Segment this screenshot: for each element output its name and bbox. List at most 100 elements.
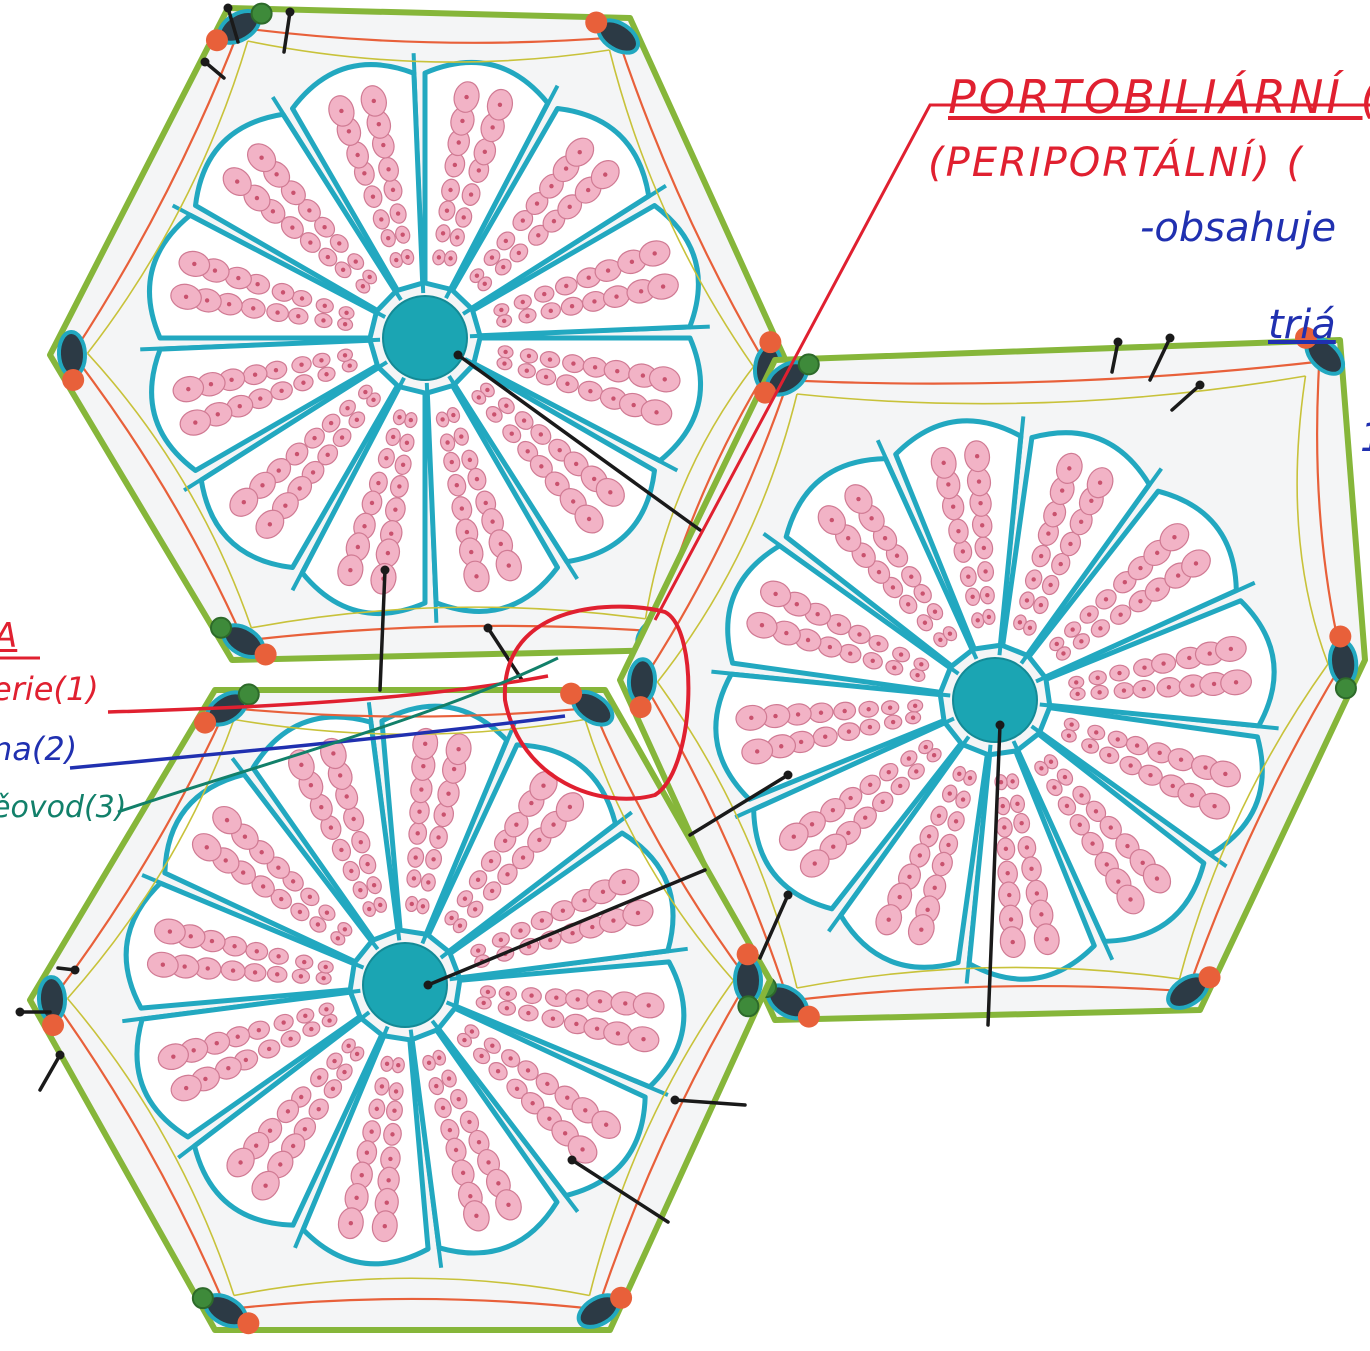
- hepatocyte-nucleus: [593, 365, 597, 369]
- hepatic-artery: [585, 11, 607, 33]
- hepatocyte-nucleus: [1048, 583, 1052, 587]
- hepatocyte-nucleus: [948, 791, 952, 795]
- hepatocyte-nucleus: [327, 1018, 331, 1022]
- hepatocyte-nucleus: [193, 420, 197, 424]
- hepatocyte-nucleus: [946, 843, 950, 847]
- hepatocyte-nucleus: [339, 848, 343, 852]
- hepatocyte-nucleus: [1068, 542, 1072, 546]
- hepatocyte-nucleus: [1015, 802, 1019, 806]
- hepatocyte-nucleus: [876, 641, 880, 645]
- hepatic-artery: [759, 331, 781, 353]
- hepatocyte-nucleus: [505, 872, 509, 876]
- hepatocyte-nucleus: [238, 1160, 242, 1164]
- hepatocyte-nucleus: [580, 1147, 584, 1151]
- hepatocyte-nucleus: [954, 819, 958, 823]
- hepatocyte-nucleus: [919, 662, 923, 666]
- hepatocyte-nucleus: [445, 208, 449, 212]
- hepatocyte-nucleus: [529, 993, 533, 997]
- hepatocyte-nucleus: [918, 853, 922, 857]
- hepatocyte-nucleus: [385, 1062, 389, 1066]
- hepatocyte-nucleus: [1109, 825, 1113, 829]
- hepatocyte-nucleus: [242, 500, 246, 504]
- hepatic-artery: [610, 1287, 632, 1309]
- hepatocyte-nucleus: [363, 390, 367, 394]
- hepatocyte-nucleus: [454, 1148, 458, 1152]
- hepatocyte-nucleus: [1155, 587, 1159, 591]
- hepatocyte-nucleus: [779, 744, 783, 748]
- hepatocyte-nucleus: [499, 938, 503, 942]
- hepatocyte-nucleus: [325, 910, 329, 914]
- hepatocyte-nucleus: [946, 482, 950, 486]
- hepatocyte-nucleus: [565, 1096, 569, 1100]
- hepatocyte-nucleus: [309, 1027, 313, 1031]
- hepatocyte-nucleus: [863, 816, 867, 820]
- hepatocyte-nucleus: [592, 477, 596, 481]
- hepatocyte-nucleus: [1194, 561, 1198, 565]
- hepatocyte-nucleus: [365, 862, 369, 866]
- hepatocyte-nucleus: [773, 714, 777, 718]
- hepatocyte-nucleus: [317, 1107, 321, 1111]
- hepatocyte-nucleus: [355, 153, 359, 157]
- hepatocyte-nucleus: [473, 907, 477, 911]
- hepatocyte-nucleus: [362, 524, 366, 528]
- hepatocyte-nucleus: [386, 1178, 390, 1182]
- hepatocyte-nucleus: [968, 776, 972, 780]
- hepatocyte-nucleus: [243, 835, 247, 839]
- hepatocyte-nucleus: [1065, 804, 1069, 808]
- hepatocyte-nucleus: [1010, 779, 1014, 783]
- hepatocyte-nucleus: [1190, 683, 1194, 687]
- hepatocyte-nucleus: [423, 742, 427, 746]
- hepatic-artery: [1329, 626, 1351, 648]
- hepatocyte-nucleus: [301, 381, 305, 385]
- pointer-dot: [568, 1156, 577, 1165]
- hepatocyte-nucleus: [271, 209, 275, 213]
- hepatocyte-nucleus: [309, 783, 313, 787]
- hepatocyte-nucleus: [1095, 676, 1099, 680]
- hepatocyte-nucleus: [1229, 647, 1233, 651]
- hepatocyte-nucleus: [563, 1131, 567, 1135]
- hepatic-artery: [737, 943, 759, 965]
- bile-duct: [211, 618, 231, 638]
- hepatocyte-nucleus: [847, 729, 851, 733]
- hepatocyte-nucleus: [192, 262, 196, 266]
- hepatocyte-nucleus: [372, 99, 376, 103]
- hepatocyte-nucleus: [1141, 861, 1145, 865]
- hepatocyte-nucleus: [490, 1043, 494, 1047]
- pointer-dot: [381, 566, 390, 575]
- hepatocyte-nucleus: [869, 516, 873, 520]
- hepatocyte-nucleus: [453, 163, 457, 167]
- hepatocyte-nucleus: [535, 201, 539, 205]
- hepatocyte-nucleus: [460, 119, 464, 123]
- hepatocyte-nucleus: [1079, 520, 1083, 524]
- hepatocyte-nucleus: [345, 406, 349, 410]
- hepatocyte-nucleus: [1002, 825, 1006, 829]
- hepatocyte-nucleus: [388, 1157, 392, 1161]
- hepatocyte-nucleus: [344, 794, 348, 798]
- hepatocyte-nucleus: [396, 1063, 400, 1067]
- hepatocyte-nucleus: [342, 1070, 346, 1074]
- hepatocyte-nucleus: [1155, 876, 1159, 880]
- hepatocyte-nucleus: [390, 1132, 394, 1136]
- hepatocyte-nucleus: [316, 922, 320, 926]
- hepatocyte-nucleus: [1122, 688, 1126, 692]
- hepatocyte-nucleus: [450, 460, 454, 464]
- lobule-bottom: [30, 683, 770, 1335]
- hepatocyte-nucleus: [372, 883, 376, 887]
- hepatocyte-nucleus: [536, 233, 540, 237]
- hepatocyte-nucleus: [355, 1052, 359, 1056]
- hepatocyte-nucleus: [431, 857, 435, 861]
- hepatocyte-nucleus: [784, 631, 788, 635]
- hepatocyte-nucleus: [1094, 730, 1098, 734]
- hepatocyte-nucleus: [385, 1201, 389, 1205]
- hepatocyte-nucleus: [405, 255, 409, 259]
- hepatocyte-nucleus: [225, 818, 229, 822]
- hepatocyte-nucleus: [205, 845, 209, 849]
- hepatocyte-nucleus: [469, 550, 473, 554]
- hepatocyte-nucleus: [1004, 847, 1008, 851]
- hepatocyte-nucleus: [1067, 466, 1071, 470]
- hepatocyte-nucleus: [296, 314, 300, 318]
- hepatocyte-nucleus: [830, 518, 834, 522]
- hepatocyte-nucleus: [475, 273, 479, 277]
- hepatic-artery: [237, 1312, 259, 1334]
- hepatocyte-nucleus: [355, 418, 359, 422]
